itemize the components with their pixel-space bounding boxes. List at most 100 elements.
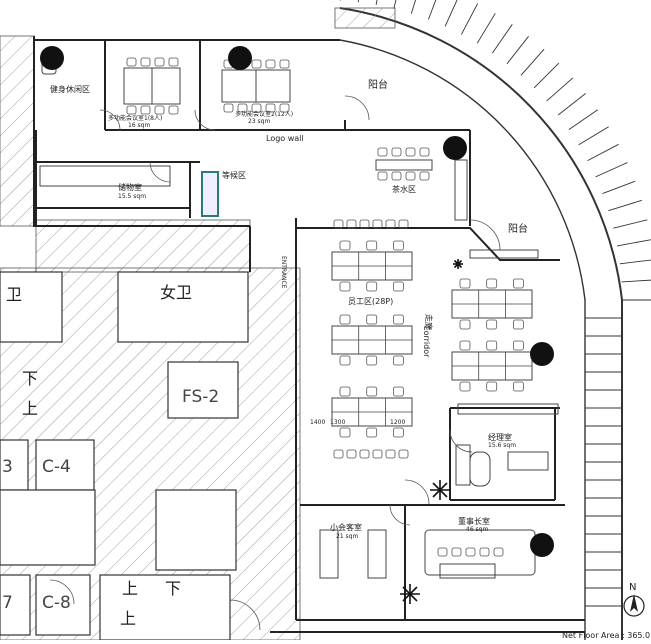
dimension-3: 1200 <box>390 419 405 426</box>
chair <box>347 220 356 228</box>
chair <box>367 356 377 365</box>
curved-facade <box>340 8 622 640</box>
facade-rib <box>608 200 641 210</box>
chair <box>420 172 429 180</box>
label-c8: C-8 <box>42 593 71 613</box>
chair <box>460 382 470 391</box>
chair <box>460 341 470 350</box>
label-storage-area: 15.5 sqm <box>118 193 146 200</box>
plant-3 <box>453 259 463 269</box>
label-meeting2-area: 23 sqm <box>248 118 270 125</box>
chair <box>406 148 415 156</box>
chair <box>393 387 403 396</box>
label-logo-wall: Logo wall <box>266 134 304 143</box>
label-reception: 等候区 <box>222 170 246 180</box>
label-entrance: ENTRANCE <box>280 256 287 289</box>
chair <box>399 450 408 458</box>
label-small-meeting-area: 21 sqm <box>336 533 358 540</box>
label-staff: 员工区(28P) <box>348 297 393 306</box>
facade-rib <box>603 181 636 193</box>
chair <box>392 172 401 180</box>
facade-rib <box>622 280 651 282</box>
label-stair-down: 下 <box>22 369 38 388</box>
label-manager: 经理室 <box>488 432 512 442</box>
label-storage: 储物室 <box>118 182 142 192</box>
facade-rib <box>620 260 651 264</box>
chair <box>340 241 350 250</box>
chair <box>392 148 401 156</box>
label-c3: 3 <box>2 457 13 477</box>
label-fs2: FS-2 <box>182 387 219 407</box>
chair <box>494 548 503 556</box>
chair <box>280 60 289 68</box>
chair <box>127 58 136 66</box>
chair <box>513 341 523 350</box>
label-small-meeting: 小会客室 <box>330 522 362 532</box>
chair <box>334 450 343 458</box>
label-balcony-top: 阳台 <box>368 78 388 91</box>
label-balcony-side: 阳台 <box>508 222 528 235</box>
label-meeting1-area: 16 sqm <box>128 122 150 129</box>
facade-rib <box>358 0 362 2</box>
facade-rib <box>617 240 651 246</box>
chair <box>334 220 343 228</box>
chair <box>340 356 350 365</box>
column-1 <box>40 46 64 70</box>
label-toilet-m: 卫 <box>6 285 22 304</box>
compass-north-label: N <box>629 582 636 593</box>
chair <box>452 548 461 556</box>
plants <box>400 259 463 604</box>
chair <box>373 220 382 228</box>
reception-desk <box>202 172 218 216</box>
label-stair2-up: 上 <box>122 579 138 598</box>
chair <box>340 428 350 437</box>
chair <box>266 60 275 68</box>
facade-rib <box>521 49 544 75</box>
chair <box>367 282 377 291</box>
label-gym: 健身休闲区 <box>50 84 90 94</box>
label-c4: C-4 <box>42 457 71 477</box>
chair <box>141 106 150 114</box>
chair <box>393 315 403 324</box>
net-floor-area: Net Floor Area : 365.0 s <box>562 631 651 640</box>
label-tea: 茶水区 <box>392 184 416 194</box>
label-stair-up: 上 <box>22 399 38 418</box>
chair <box>480 548 489 556</box>
column-2 <box>228 46 252 70</box>
facade-rib <box>340 0 342 1</box>
chair <box>513 320 523 329</box>
label-chairman: 董事长室 <box>458 516 490 526</box>
chair <box>513 382 523 391</box>
column-5 <box>530 533 554 557</box>
dimension-2: 1300 <box>330 419 345 426</box>
chair <box>373 450 382 458</box>
facade-rib <box>579 127 609 145</box>
chair <box>340 315 350 324</box>
label-toilet-f: 女卫 <box>160 283 192 302</box>
label-stair2-down: 下 <box>165 579 181 598</box>
facade-rib <box>445 0 459 26</box>
chair <box>155 106 164 114</box>
chair <box>252 60 261 68</box>
chair <box>127 106 136 114</box>
chair <box>360 220 369 228</box>
plant-2 <box>400 584 420 604</box>
chair <box>466 548 475 556</box>
chair <box>399 220 408 228</box>
chair <box>340 282 350 291</box>
chair <box>487 320 497 329</box>
dimension-1: 1400 <box>310 419 325 426</box>
chair <box>367 428 377 437</box>
label-meeting2: 多功能会议室2(12人) <box>235 110 293 118</box>
chair <box>155 58 164 66</box>
facade-rib <box>428 0 440 20</box>
chair <box>169 58 178 66</box>
chair <box>224 104 233 112</box>
facade-rib <box>477 13 495 43</box>
chair <box>169 106 178 114</box>
chair <box>367 241 377 250</box>
facade-rib <box>569 110 598 130</box>
chair <box>460 279 470 288</box>
chair <box>378 172 387 180</box>
